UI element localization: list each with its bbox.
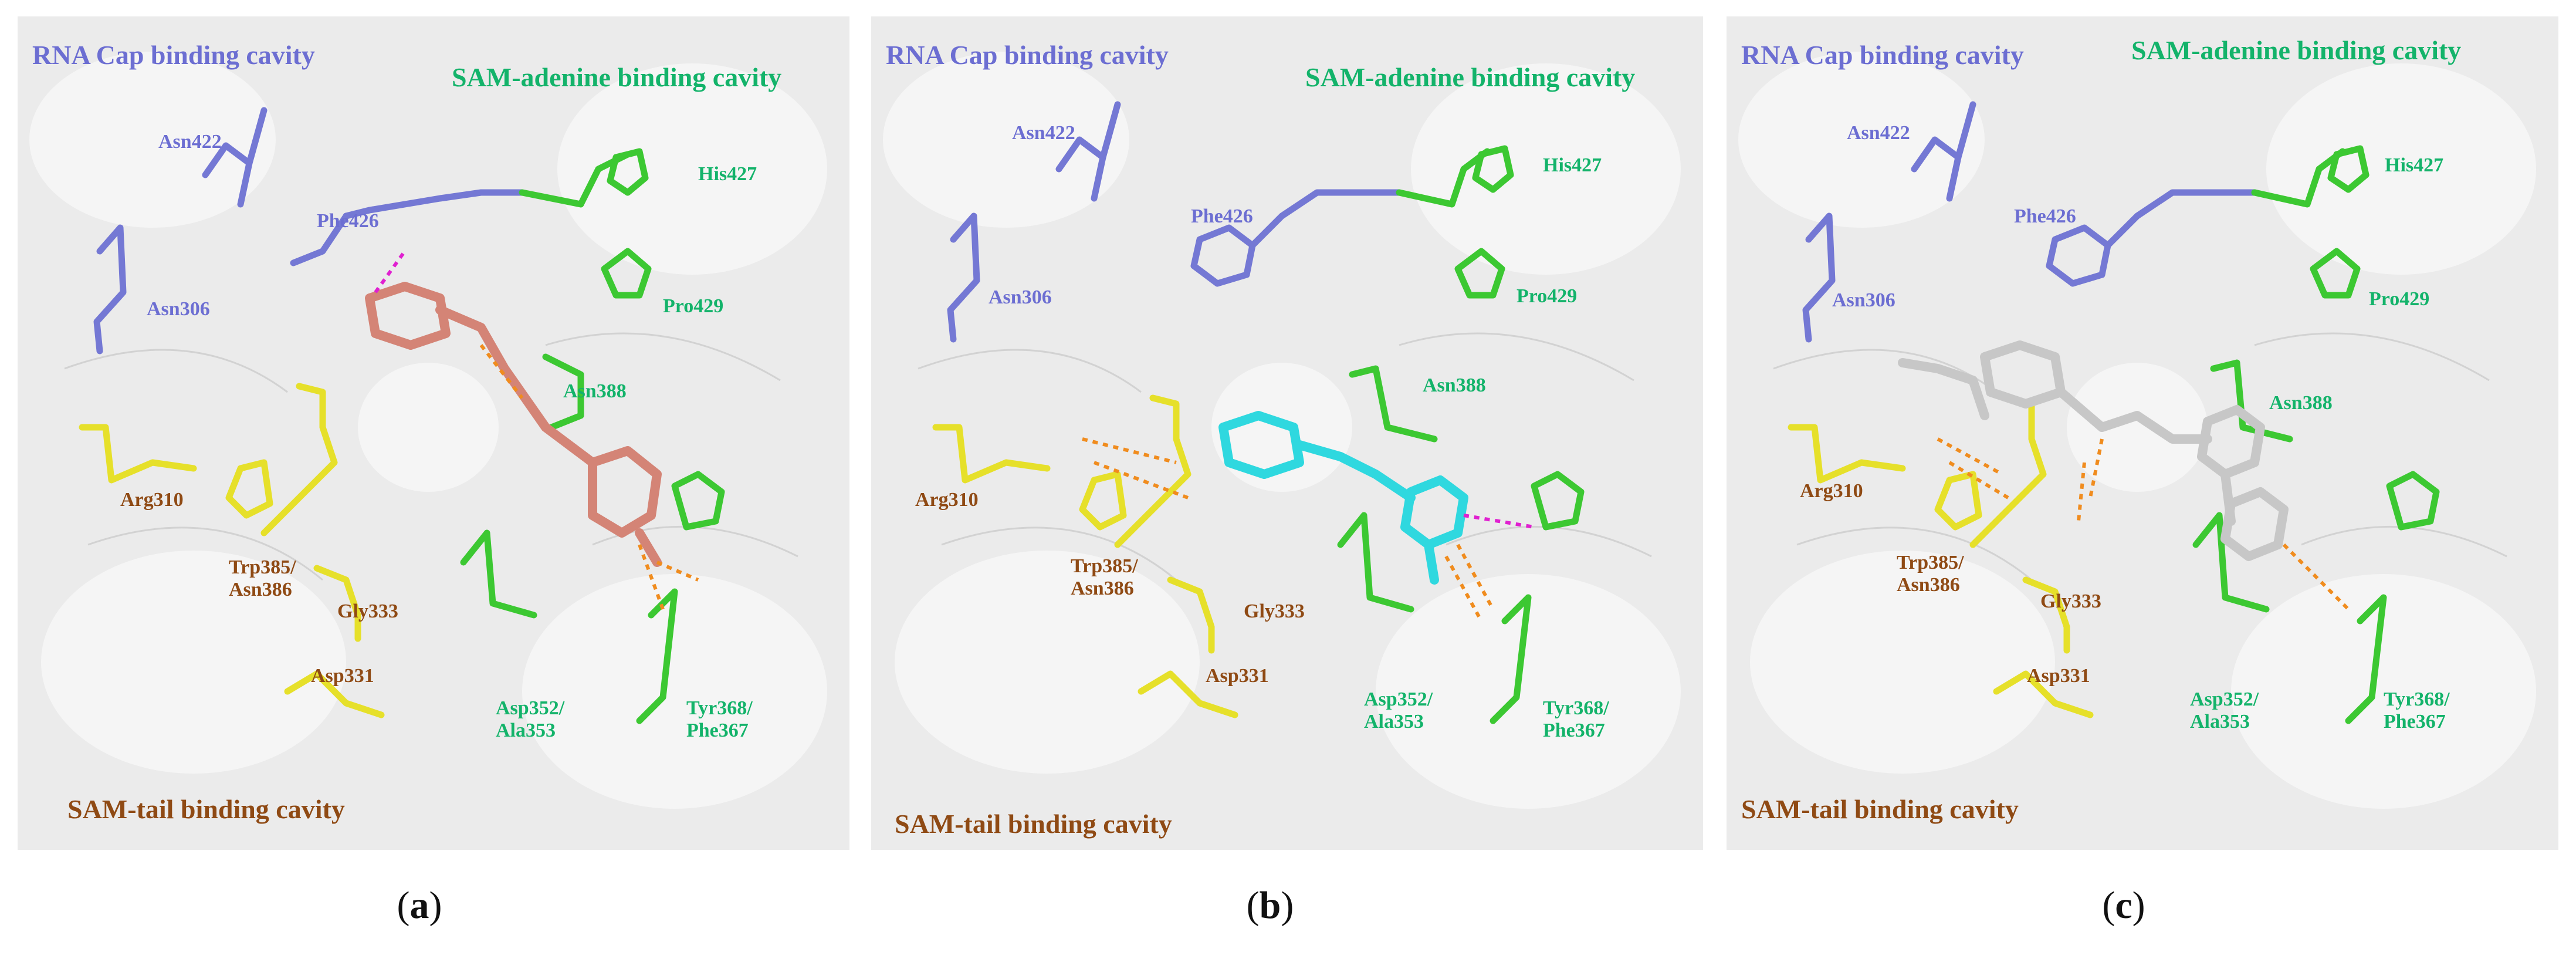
residue-asn306-label: Asn306	[989, 286, 1052, 308]
caption-c: (c)	[2102, 884, 2145, 927]
residue-asp331-label: Asp331	[311, 665, 374, 687]
residue-tyr368-label: Tyr368/ Phe367	[686, 697, 753, 742]
residue-asn422-label: Asn422	[1012, 122, 1075, 144]
residue-asn388-label: Asn388	[2269, 392, 2333, 414]
panel-b-structure	[883, 52, 1681, 809]
panel-c: RNA Cap binding cavity SAM-adenine bindi…	[1727, 16, 2558, 850]
residue-asp352-label: Asp352/ Ala353	[496, 697, 565, 742]
caption-b-letter: b	[1259, 884, 1281, 927]
panel-a: RNA Cap binding cavity SAM-adenine bindi…	[18, 16, 849, 850]
residue-his427-label: His427	[1543, 154, 1602, 176]
residue-asp352-label: Asp352/ Ala353	[1364, 688, 1433, 733]
residue-tyr368-label: Tyr368/ Phe367	[2384, 688, 2450, 733]
residue-gly333-label: Gly333	[1244, 600, 1305, 622]
region-sam-adenine-label: SAM-adenine binding cavity	[2131, 35, 2462, 65]
residue-tyr368-label: Tyr368/ Phe367	[1543, 697, 1609, 742]
residue-gly333-label: Gly333	[337, 600, 398, 622]
region-rna-cap-label: RNA Cap binding cavity	[1741, 40, 2024, 70]
residue-asn422-label: Asn422	[158, 131, 222, 153]
region-sam-tail-label: SAM-tail binding cavity	[67, 794, 345, 824]
residue-phe426-label: Phe426	[1191, 205, 1253, 227]
residue-arg310-label: Arg310	[1800, 480, 1863, 502]
residue-phe426-label: Phe426	[2014, 205, 2076, 227]
region-sam-tail-label: SAM-tail binding cavity	[1741, 794, 2019, 824]
residue-gly333-label: Gly333	[2040, 590, 2101, 612]
region-rna-cap-label: RNA Cap binding cavity	[886, 40, 1169, 70]
residue-asn388-label: Asn388	[563, 380, 627, 402]
region-rna-cap-label: RNA Cap binding cavity	[32, 40, 315, 70]
panel-c-structure	[1738, 52, 2536, 809]
residue-pro429-label: Pro429	[663, 295, 724, 317]
residue-asn306-label: Asn306	[147, 298, 210, 320]
region-sam-tail-label: SAM-tail binding cavity	[895, 809, 1172, 839]
panel-b: RNA Cap binding cavity SAM-adenine bindi…	[871, 16, 1703, 850]
residue-his427-label: His427	[2385, 154, 2444, 176]
residue-arg310-label: Arg310	[915, 489, 979, 511]
residue-asn422-label: Asn422	[1847, 122, 1910, 144]
residue-asn388-label: Asn388	[1423, 374, 1486, 396]
caption-a: (a)	[397, 884, 442, 927]
residue-trp385-label: Trp385/ Asn386	[1897, 552, 1964, 596]
residue-pro429-label: Pro429	[2369, 288, 2430, 310]
caption-c-letter: c	[2115, 884, 2132, 927]
residue-phe426-label: Phe426	[317, 210, 379, 232]
residue-asp331-label: Asp331	[1206, 665, 1269, 687]
region-sam-adenine-label: SAM-adenine binding cavity	[452, 62, 782, 92]
residue-asn306-label: Asn306	[1832, 289, 1895, 311]
panel-a-structure	[29, 52, 827, 809]
residue-trp385-label: Trp385/ Asn386	[1071, 555, 1138, 600]
caption-b: (b)	[1246, 884, 1294, 927]
residue-arg310-label: Arg310	[120, 489, 184, 511]
region-sam-adenine-label: SAM-adenine binding cavity	[1305, 62, 1636, 92]
residue-asp331-label: Asp331	[2027, 665, 2090, 687]
residue-trp385-label: Trp385/ Asn386	[229, 556, 296, 601]
caption-a-letter: a	[409, 884, 429, 927]
residue-asp352-label: Asp352/ Ala353	[2190, 688, 2259, 733]
residue-pro429-label: Pro429	[1517, 285, 1578, 307]
residue-his427-label: His427	[698, 163, 757, 185]
